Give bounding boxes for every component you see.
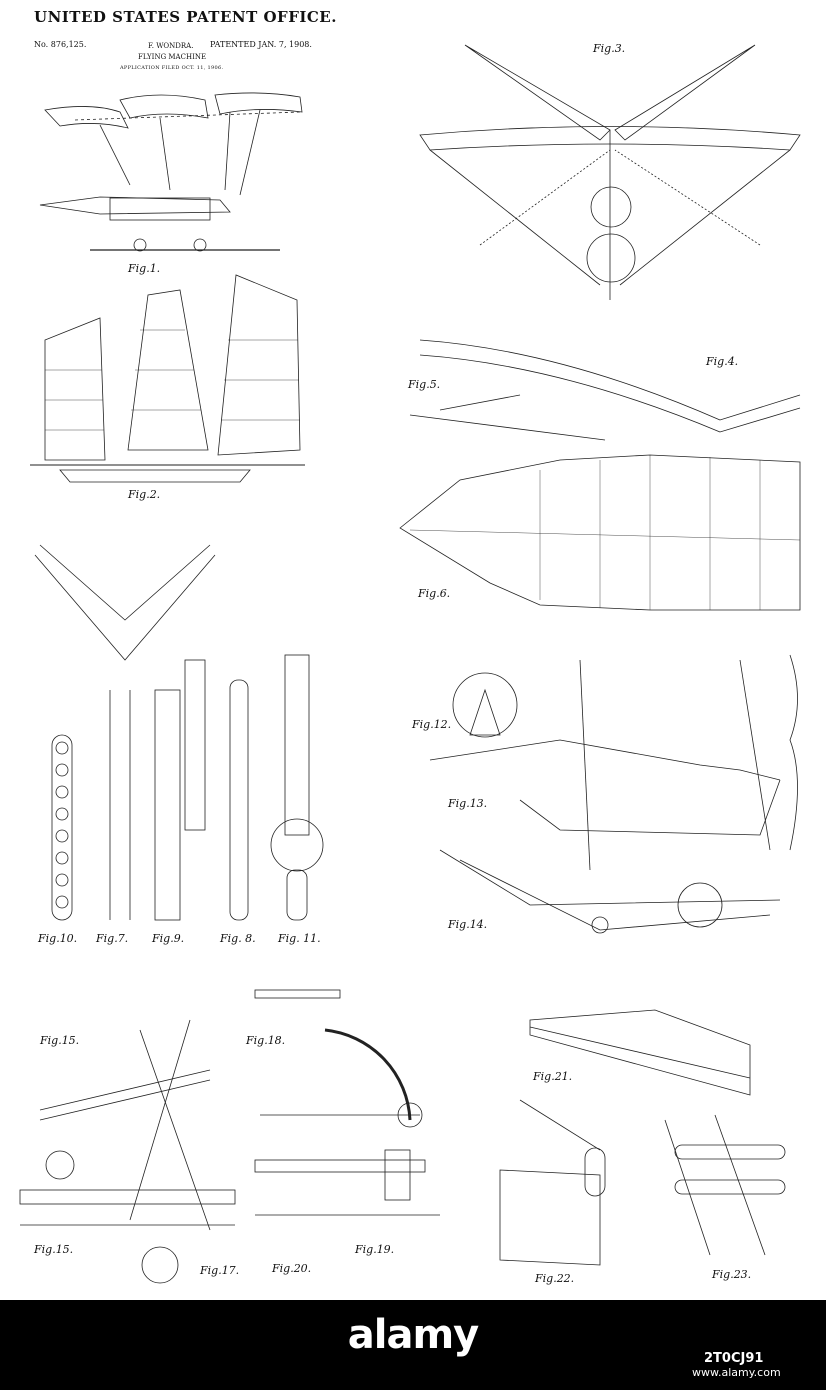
fig12-label: Fig.12. <box>412 718 451 731</box>
fig4-label: Fig.4. <box>706 355 738 368</box>
fig12-14-drawing <box>430 655 798 933</box>
fig17-label: Fig.17. <box>200 1264 239 1277</box>
fig1-label: Fig.1. <box>128 262 160 275</box>
fig2-drawing <box>30 275 305 482</box>
fig11-label: Fig. 11. <box>278 932 321 945</box>
fig22-label: Fig.22. <box>535 1272 574 1285</box>
fig15-20-drawing <box>20 990 440 1283</box>
fig7-label: Fig.7. <box>96 932 128 945</box>
fig15-label-bottom: Fig.15. <box>34 1243 73 1256</box>
fig10-label: Fig.10. <box>38 932 77 945</box>
fig19-label: Fig.19. <box>355 1243 394 1256</box>
fig7-11-drawing <box>35 545 323 920</box>
fig5-label: Fig.5. <box>408 378 440 391</box>
fig21-label: Fig.21. <box>533 1070 572 1083</box>
fig14-label: Fig.14. <box>448 918 487 931</box>
alamy-logo: alamy <box>0 1312 826 1358</box>
fig6-label: Fig.6. <box>418 587 450 600</box>
fig23-label: Fig.23. <box>712 1268 751 1281</box>
fig3-label: Fig.3. <box>593 42 625 55</box>
fig4-5-6-drawing <box>400 340 800 610</box>
fig13-label: Fig.13. <box>448 797 487 810</box>
image-id: 2T0CJ91 <box>704 1351 763 1366</box>
fig8-label: Fig. 8. <box>220 932 256 945</box>
fig15-label-top: Fig.15. <box>40 1034 79 1047</box>
fig2-label: Fig.2. <box>128 488 160 501</box>
fig1-drawing <box>40 93 302 251</box>
patent-drawings <box>0 0 826 1300</box>
fig18-label: Fig.18. <box>246 1034 285 1047</box>
fig9-label: Fig.9. <box>152 932 184 945</box>
fig3-drawing <box>420 45 800 300</box>
alamy-url: www.alamy.com <box>692 1366 781 1379</box>
fig21-23-drawing <box>500 1010 785 1265</box>
fig20-label: Fig.20. <box>272 1262 311 1275</box>
